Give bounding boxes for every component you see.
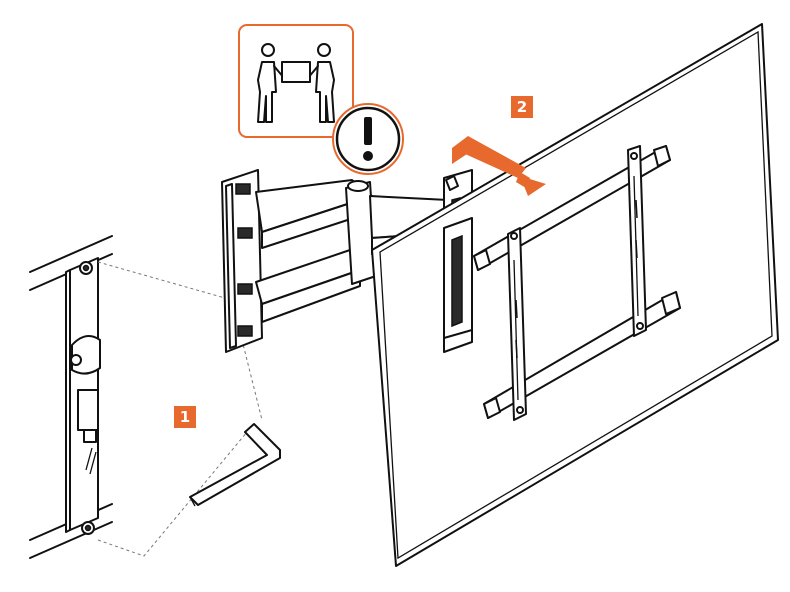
step-2-badge: 2 — [511, 96, 533, 118]
warning-exclamation-icon — [332, 103, 404, 175]
step-1-badge: 1 — [174, 406, 196, 428]
direction-arrow-icon — [452, 136, 546, 196]
hex-key-icon — [189, 423, 281, 507]
wall-rail-closeup — [29, 235, 113, 559]
carriage-front — [443, 217, 473, 353]
vesa-bracket — [473, 145, 681, 421]
two-person-lift-icon — [238, 24, 354, 138]
tv-panel — [371, 23, 779, 567]
callout-line — [97, 425, 253, 557]
